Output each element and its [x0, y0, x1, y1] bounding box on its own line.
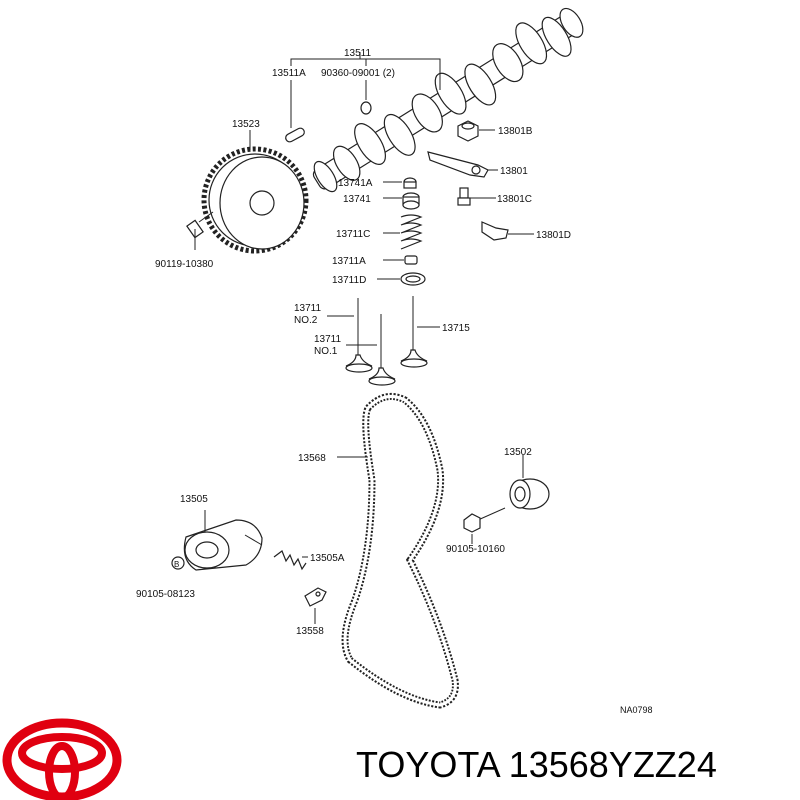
label-90105-10160: 90105-10160: [446, 544, 505, 555]
label-13523: 13523: [232, 119, 260, 130]
washer-13711d: [377, 272, 426, 286]
screw-13801c: [457, 187, 496, 206]
camshaft-sprocket: [201, 146, 309, 254]
timing-belt: [337, 392, 459, 709]
label-13801: 13801: [500, 166, 528, 177]
label-90360-09001: 90360-09001 (2): [321, 68, 395, 79]
label-13511: 13511: [344, 48, 372, 59]
label-13711-no1-number: 13711: [314, 334, 342, 345]
valve-retainer-13741a: [383, 177, 417, 189]
valve-no1: [346, 314, 396, 386]
label-13558: 13558: [296, 626, 324, 637]
tensioner-pulley: [183, 510, 263, 571]
label-13711-no2-number: 13711: [294, 303, 322, 314]
toyota-logo-icon: [2, 718, 122, 800]
label-13711c: 13711C: [336, 229, 370, 240]
label-13711-no1-suffix: NO.1: [314, 346, 338, 357]
label-90105-08123: 90105-08123: [136, 589, 195, 600]
part-labels: 13511 13511A 90360-09001 (2) 13523 13801…: [136, 48, 653, 715]
label-13801d: 13801D: [536, 230, 571, 241]
idler-bolt: [463, 507, 506, 544]
label-90119-10380: 90119-10380: [155, 259, 214, 270]
bracket-13558: [304, 587, 327, 624]
nut-13801b: [457, 120, 495, 142]
label-13741a: 13741A: [338, 178, 373, 189]
label-13511a: 13511A: [272, 68, 306, 79]
tensioner-spring: [273, 550, 308, 571]
product-caption: TOYOTA 13568YZZ24: [356, 744, 717, 785]
dowel-pin: [285, 80, 305, 143]
tensioner-bolt-marker: B: [171, 556, 185, 570]
label-13711d: 13711D: [332, 275, 366, 286]
label-13505: 13505: [180, 494, 208, 505]
label-13568: 13568: [298, 453, 326, 464]
clip-13801d: [481, 221, 534, 241]
camshaft-plug: [360, 80, 372, 115]
sprocket-bolt: [186, 211, 214, 250]
label-13505a: 13505A: [310, 553, 345, 564]
label-13741: 13741: [343, 194, 371, 205]
label-13711a: 13711A: [332, 256, 366, 267]
camshaft: [312, 7, 584, 193]
label-13801b: 13801B: [498, 126, 533, 137]
valve-no2: [327, 298, 373, 373]
bolt-marker-letter: B: [174, 560, 179, 569]
label-13502: 13502: [504, 447, 532, 458]
label-13711-no2-suffix: NO.2: [294, 315, 318, 326]
idler-pulley: [509, 455, 550, 510]
drawing-code: NA0798: [620, 705, 653, 715]
valve-13715: [400, 296, 440, 368]
valve-lifter-13741: [383, 192, 420, 210]
label-13801c: 13801C: [497, 194, 532, 205]
rocker-arm-13801: [427, 151, 498, 178]
label-13715: 13715: [442, 323, 470, 334]
valve-seat-13711a: [383, 255, 418, 265]
valve-spring-13711c: [383, 214, 423, 250]
